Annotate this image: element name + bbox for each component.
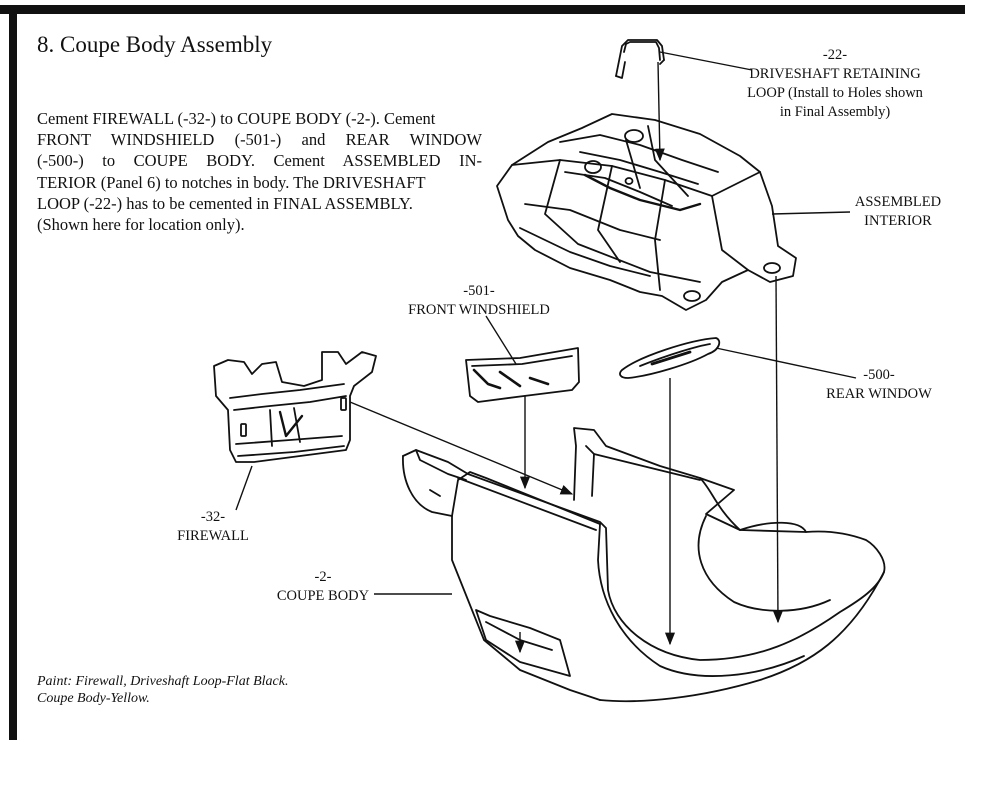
loop-leader-line <box>659 51 753 71</box>
windshield-leader-line <box>485 315 517 365</box>
part-name: COUPE BODY <box>276 588 370 604</box>
firewall-to-body-arrow <box>349 401 574 495</box>
assembled-interior-label: ASSEMBLED INTERIOR <box>838 193 958 231</box>
part-note: in Final Assembly) <box>779 104 891 120</box>
firewall-leader-line <box>235 465 253 511</box>
instruction-line: FRONT WINDSHIELD (-501-) and REAR WINDOW <box>37 130 482 150</box>
part-note: LOOP (Install to Holes shown <box>747 85 923 101</box>
instruction-line: (-500-) to COUPE BODY. Cement ASSEMBLED … <box>37 151 482 171</box>
part-name: FRONT WINDSHIELD <box>408 302 550 318</box>
driveshaft-loop-label: -22- DRIVESHAFT RETAINING LOOP (Install … <box>720 46 950 122</box>
instruction-line: TERIOR (Panel 6) to notches in body. The… <box>37 172 426 192</box>
front-windshield-part <box>465 347 580 403</box>
coupe-body-label: -2- COUPE BODY <box>268 568 378 606</box>
frame-left-border <box>9 5 17 740</box>
interior-arrow <box>772 275 783 624</box>
instruction-text: Cement FIREWALL (-32-) to COUPE BODY (-2… <box>37 108 482 235</box>
driveshaft-loop-part <box>615 39 665 79</box>
paint-note-line: Paint: Firewall, Driveshaft Loop-Flat Bl… <box>37 674 289 689</box>
part-name: ASSEMBLED <box>854 194 942 210</box>
front-windshield-label: -501- FRONT WINDSHIELD <box>393 282 565 320</box>
rear-window-part <box>619 337 721 379</box>
part-name: FIREWALL <box>177 528 249 544</box>
paint-notes: Paint: Firewall, Driveshaft Loop-Flat Bl… <box>37 673 288 707</box>
instruction-line: LOOP (-22-) has to be cemented in FINAL … <box>37 193 413 213</box>
part-name: INTERIOR <box>864 213 932 229</box>
instruction-line: Cement FIREWALL (-32-) to COUPE BODY (-2… <box>37 109 436 128</box>
part-name: DRIVESHAFT RETAINING <box>749 66 921 82</box>
coupe-body-part <box>402 427 886 703</box>
interior-leader-line <box>771 211 851 215</box>
rear-window-label: -500- REAR WINDOW <box>814 366 944 404</box>
part-number: -500- <box>863 367 895 383</box>
loop-arrow <box>654 61 665 162</box>
step-title: 8. Coupe Body Assembly <box>37 32 273 57</box>
frame-top-border <box>0 5 965 14</box>
part-number: -32- <box>200 509 226 525</box>
firewall-part <box>213 351 377 463</box>
paint-note-line: Coupe Body-Yellow. <box>37 691 150 706</box>
part-number: -501- <box>463 283 495 299</box>
part-number: -22- <box>822 47 848 63</box>
part-name: REAR WINDOW <box>826 386 932 402</box>
part-number: -2- <box>314 569 332 585</box>
instruction-line: (Shown here for location only). <box>37 215 245 235</box>
assembled-interior-part <box>496 113 797 311</box>
firewall-label: -32- FIREWALL <box>168 508 258 546</box>
rear-window-leader-line <box>715 347 857 379</box>
